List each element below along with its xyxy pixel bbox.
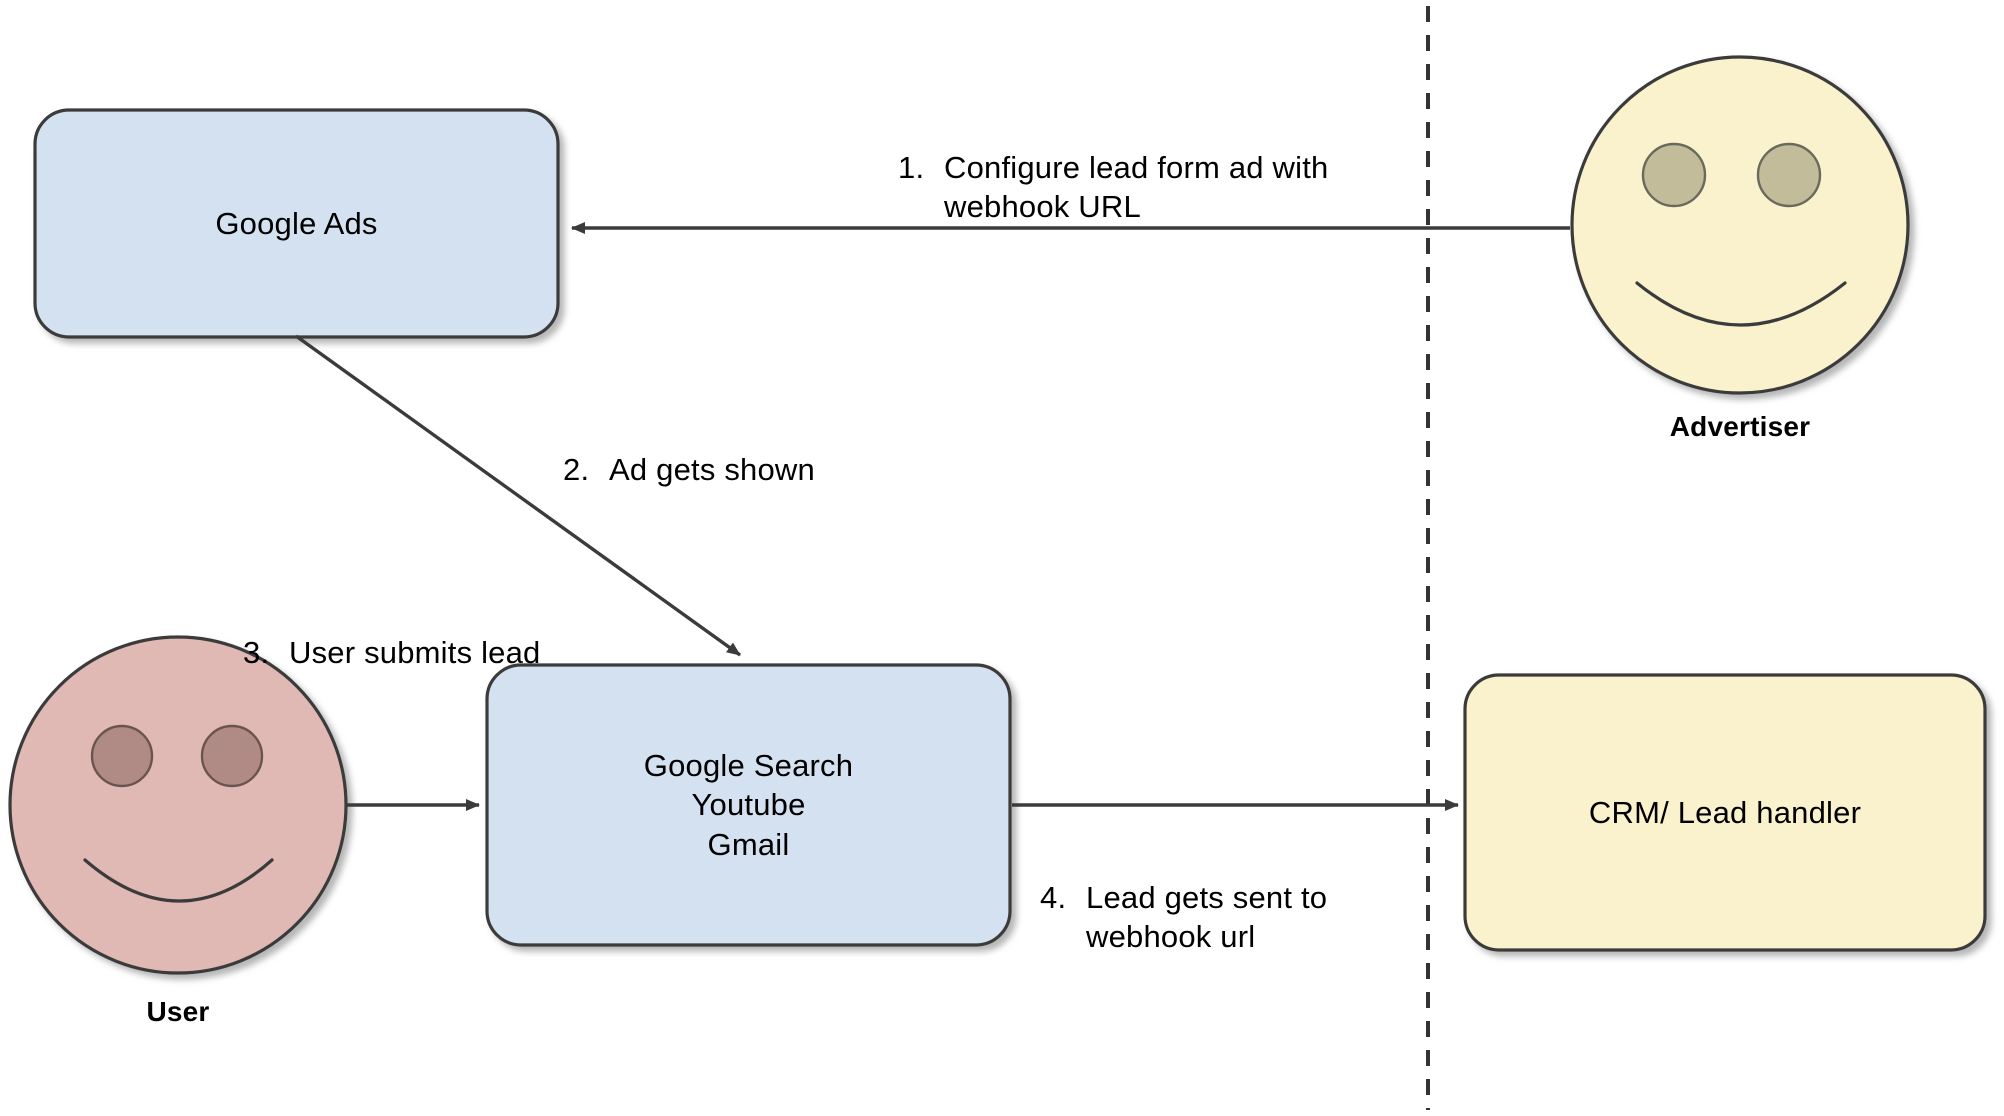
actor-user-caption: User [146, 996, 210, 1027]
smiley-face-icon [8, 635, 348, 975]
smiley-mouth-icon [1635, 281, 1847, 327]
node-crm[interactable] [1463, 673, 1987, 952]
smiley-eye-left-icon [90, 724, 154, 788]
edge-3-text: User submits lead [289, 634, 541, 670]
smiley-eye-right-icon [1756, 142, 1822, 208]
edge-2-line [295, 334, 741, 657]
node-google-surfaces[interactable] [485, 663, 1012, 947]
edge-3-label: 3. User submits lead [243, 593, 663, 672]
edge-4-label: 4. Lead gets sent to webhook url [1040, 838, 1460, 957]
edge-4-text: Lead gets sent to webhook url [1086, 879, 1328, 955]
smiley-eye-left-icon [1641, 142, 1707, 208]
smiley-eye-right-icon [200, 724, 264, 788]
actor-user[interactable] [8, 635, 348, 975]
edge-2-text: Ad gets shown [609, 451, 815, 487]
actor-advertiser[interactable] [1570, 55, 1910, 395]
edge-1-step: 1. [898, 149, 925, 185]
edge-2-step: 2. [563, 451, 590, 487]
edge-3-step: 3. [243, 634, 270, 670]
actor-advertiser-caption: Advertiser [1669, 411, 1811, 442]
smiley-mouth-icon [83, 858, 274, 903]
edge-2-label: 2. Ad gets shown [563, 410, 983, 489]
edge-1-label: 1. Configure lead form ad with webhook UR… [898, 108, 1418, 227]
edge-4-step: 4. [1040, 879, 1067, 915]
smiley-face-icon [1570, 55, 1910, 395]
node-google-ads[interactable] [33, 108, 560, 339]
edge-1-text: Configure lead form ad with webhook URL [944, 149, 1329, 225]
